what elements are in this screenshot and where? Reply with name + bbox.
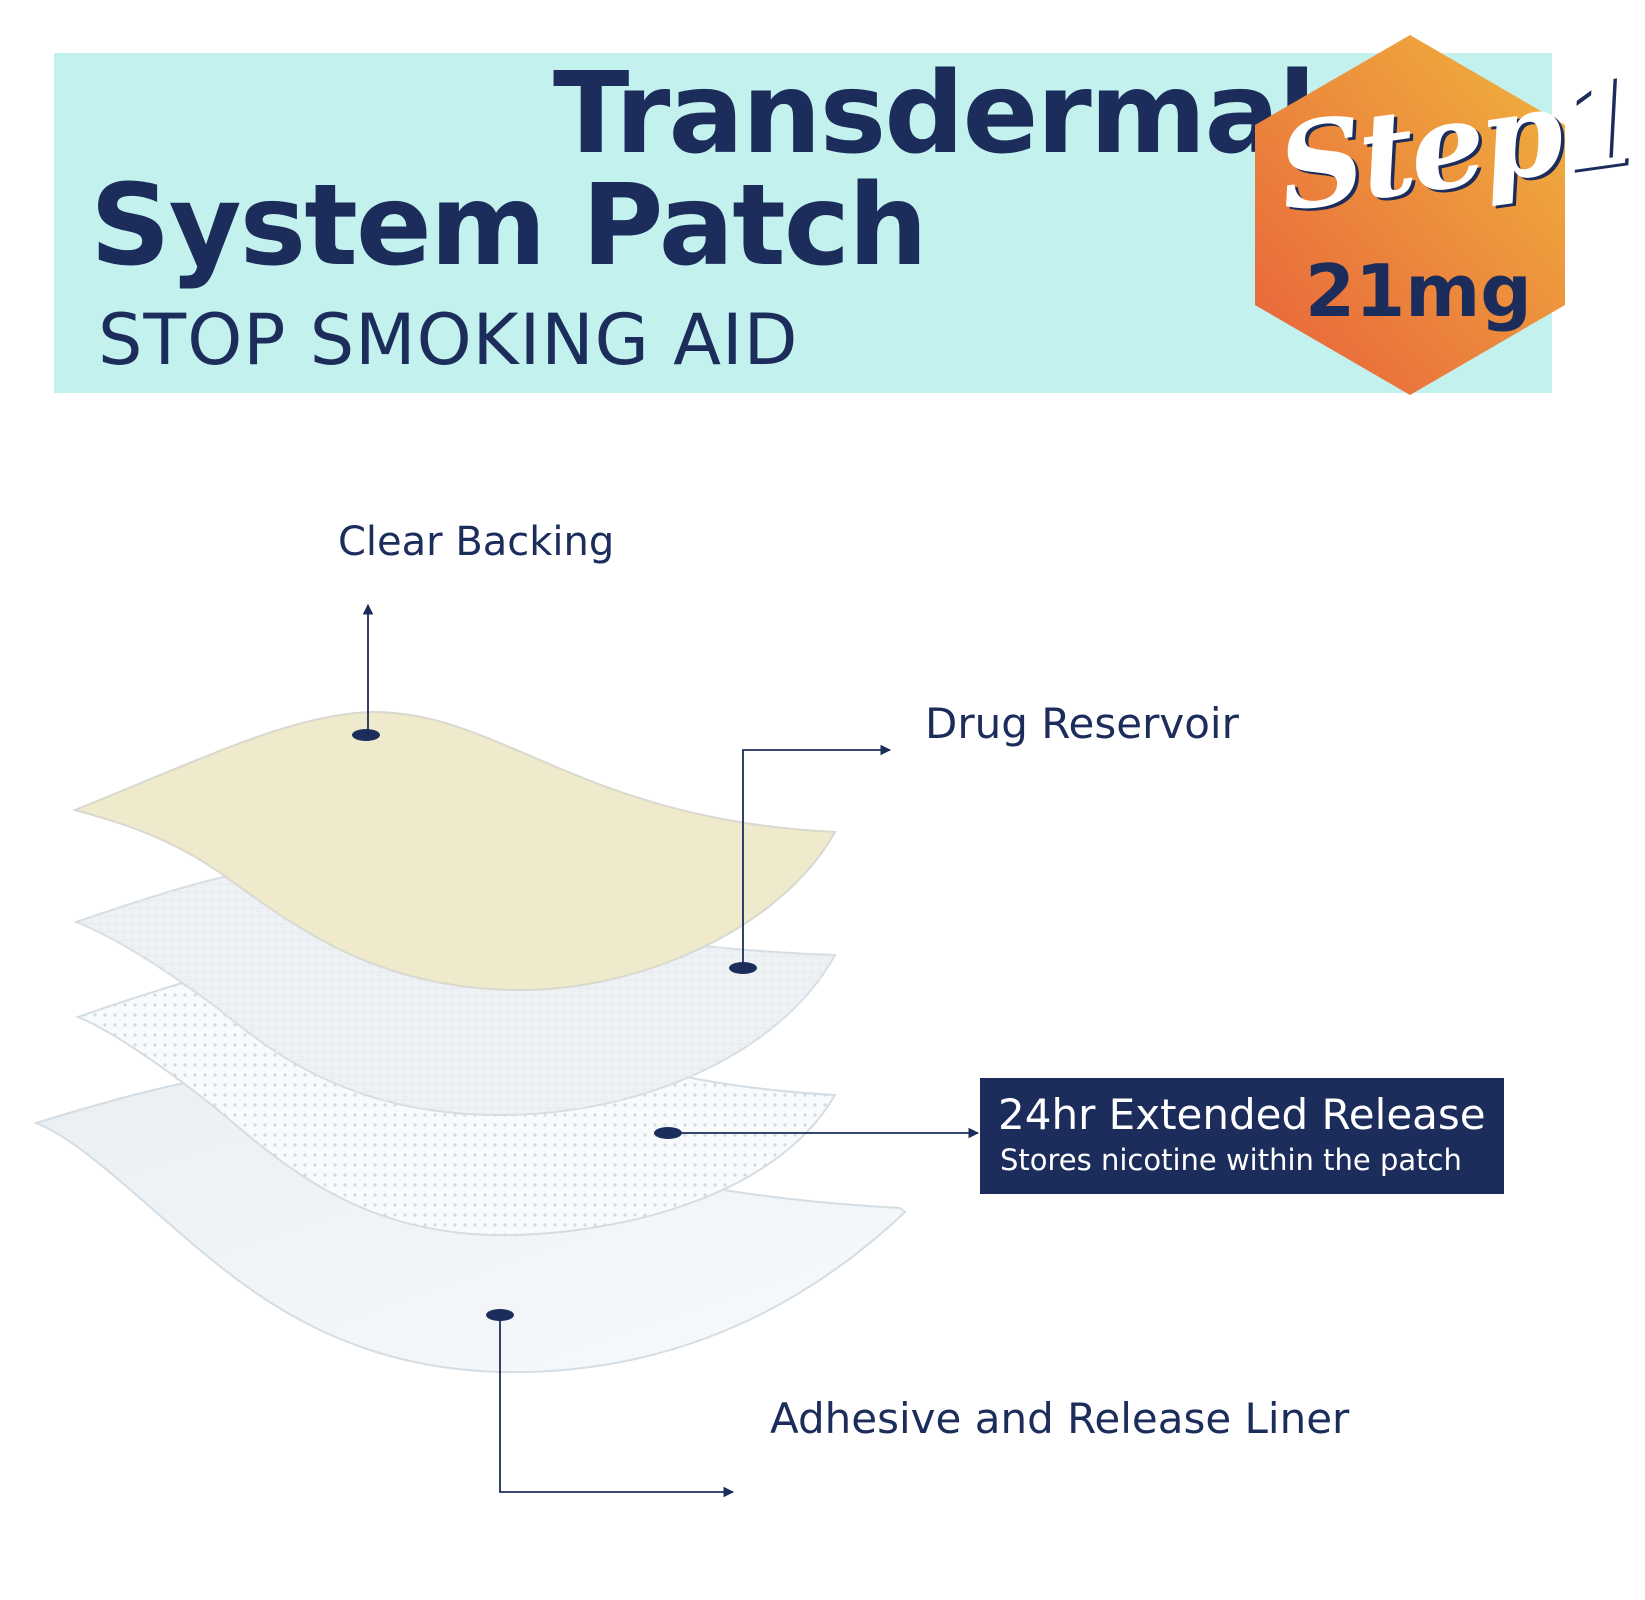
connector-dots: [352, 729, 757, 1321]
extended-release-description: Stores nicotine within the patch: [1000, 1143, 1462, 1177]
badge-dose-text: 21mg: [1305, 249, 1532, 333]
title-line-2: System Patch: [90, 161, 928, 291]
drug-reservoir-label: Drug Reservoir: [925, 699, 1239, 748]
adhesive-liner-label: Adhesive and Release Liner: [770, 1394, 1350, 1443]
clear-backing-layer: [71, 710, 837, 992]
connector-lines: [362, 603, 980, 1498]
hexagon-badge: [1255, 35, 1565, 395]
title-line-1: Transdermal: [553, 49, 1316, 179]
extended-release-title: 24hr Extended Release: [998, 1090, 1486, 1139]
subtitle: STOP SMOKING AID: [98, 299, 799, 381]
patch-layers-diagram: [32, 603, 980, 1498]
clear-backing-label: Clear Backing: [338, 519, 615, 565]
extended-release-callout: 24hr Extended Release Stores nicotine wi…: [980, 1078, 1504, 1194]
